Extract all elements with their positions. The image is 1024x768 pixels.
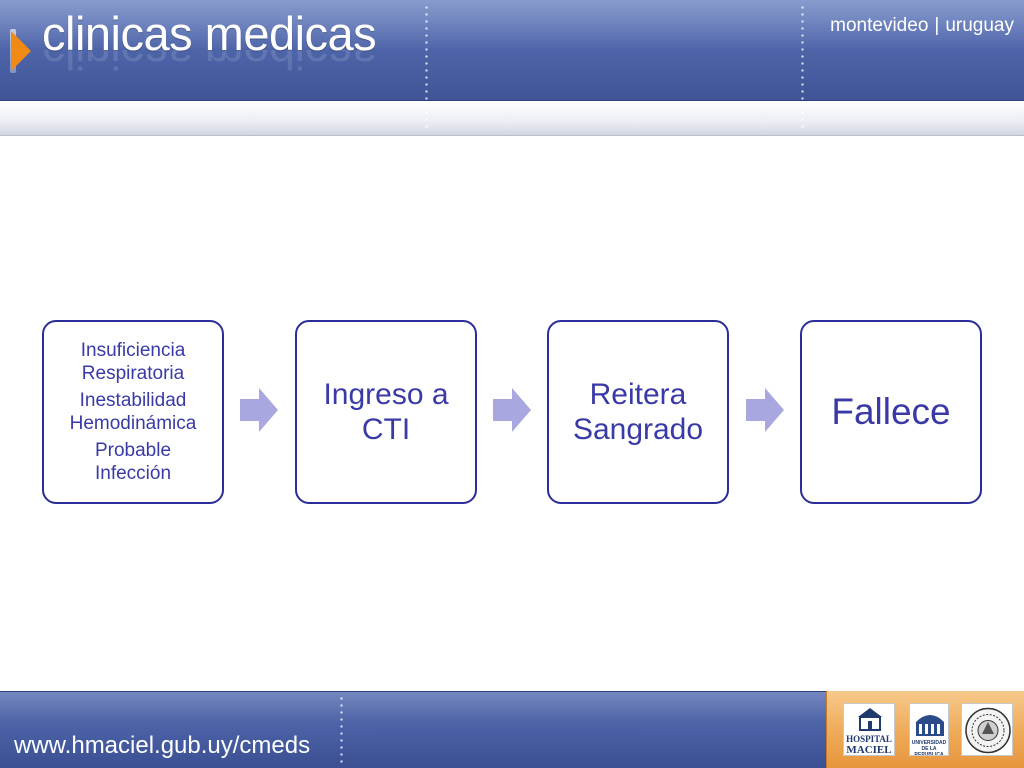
brand-title-reflection: clinicas medicas bbox=[42, 50, 377, 79]
step-rebleeding-line-2: Sangrado bbox=[572, 413, 704, 446]
step-box-admission: Ingreso a CTI bbox=[295, 320, 477, 504]
location-country: uruguay bbox=[945, 15, 1014, 36]
step-box-rebleeding: Reitera Sangrado bbox=[547, 320, 729, 504]
header: clinicas medicas clinicas medicas montev… bbox=[0, 0, 1024, 136]
hospital-building-icon bbox=[858, 708, 882, 731]
partner-logos-panel: HOSPITAL MACIEL UNIVERSIDAD DE LA REPUBL… bbox=[826, 691, 1024, 768]
flow-arrow-icon bbox=[240, 388, 278, 432]
footer-divider-dots bbox=[340, 695, 343, 765]
hospital-logo-line-1: HOSPITAL bbox=[846, 734, 892, 744]
university-logo-line-1: UNIVERSIDAD bbox=[911, 740, 947, 746]
header-divider-dots bbox=[425, 4, 428, 132]
step-rebleeding-line-1: Reitera bbox=[589, 378, 687, 411]
university-logo-line-2: DE LA REPUBLICA bbox=[914, 746, 944, 756]
flow-arrow-icon bbox=[746, 388, 784, 432]
universidad-de-la-republica-logo: UNIVERSIDAD DE LA REPUBLICA bbox=[909, 703, 949, 756]
seal-emblem-icon bbox=[965, 707, 1011, 754]
university-emblem-icon bbox=[916, 715, 944, 736]
location-separator: | bbox=[934, 15, 940, 36]
footer-band bbox=[0, 691, 826, 768]
flow-arrow-icon bbox=[493, 388, 531, 432]
location-city: montevideo bbox=[830, 15, 929, 36]
step-box-death: Fallece bbox=[800, 320, 982, 504]
hospital-logo-line-2: MACIEL bbox=[846, 744, 892, 756]
brand-title: clinicas medicas bbox=[42, 7, 377, 60]
step-admission-line-2: CTI bbox=[361, 413, 411, 446]
hospital-maciel-logo: HOSPITAL MACIEL bbox=[843, 703, 895, 756]
step-death-label: Fallece bbox=[831, 391, 951, 432]
step-admission-line-1: Ingreso a bbox=[323, 378, 449, 411]
footer: www.hmaciel.gub.uy/cmeds HOSPITAL MACIEL… bbox=[0, 691, 1024, 768]
header-strip bbox=[0, 101, 1024, 136]
header-band bbox=[0, 0, 1024, 101]
location: montevideo|uruguay bbox=[830, 15, 1014, 37]
brand-arrow-icon bbox=[11, 31, 31, 71]
website-link[interactable]: www.hmaciel.gub.uy/cmeds bbox=[14, 732, 311, 759]
header-divider-dots bbox=[801, 4, 804, 132]
facultad-medicina-seal-logo bbox=[961, 703, 1013, 756]
